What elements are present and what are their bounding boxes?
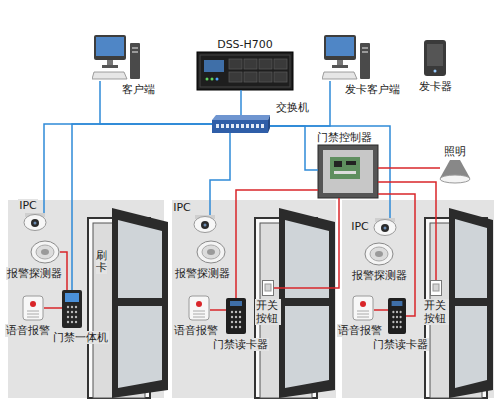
- network-cable: [100, 81, 212, 124]
- device-label: 客户端: [121, 83, 156, 96]
- alarm-detector: 报警探测器: [364, 242, 394, 266]
- door-controller: 门禁控制器: [318, 145, 378, 198]
- device-label: 开关按钮: [423, 299, 449, 325]
- signal-wire: [378, 167, 440, 169]
- card-reader: 门禁读卡器: [226, 298, 246, 334]
- signal-wire: [378, 182, 436, 280]
- device-label: IPC: [172, 201, 192, 214]
- device-label: 语音报警: [337, 324, 383, 337]
- lighting-lamp: 照明: [440, 160, 470, 184]
- device-label: 报警探测器: [6, 267, 63, 280]
- network-cable: [210, 133, 230, 215]
- network-cable: [240, 90, 242, 115]
- device-label: 语音报警: [173, 324, 219, 337]
- device-label: 门禁控制器: [316, 131, 373, 144]
- network-cable: [270, 81, 330, 126]
- signal-wire: [236, 190, 318, 298]
- device-label: IPC: [18, 199, 38, 212]
- network-switch: 交换机: [212, 115, 270, 133]
- device-label: 开关按钮: [255, 299, 281, 325]
- network-cable: [270, 126, 390, 218]
- device-label: 发卡客户端: [344, 83, 401, 96]
- ip-camera: IPC: [372, 218, 398, 236]
- device-label: 门禁读卡器: [372, 338, 429, 351]
- device-label: 照明: [443, 145, 467, 158]
- signal-wire: [374, 309, 388, 311]
- network-cable: [44, 124, 212, 213]
- card-reader: 门禁读卡器: [388, 298, 406, 334]
- exit-button: 开关按钮: [262, 280, 274, 296]
- card-client-pc: 发卡客户端: [322, 35, 370, 81]
- device-label: 报警探测器: [174, 267, 231, 280]
- voice-alarm: 语音报警: [188, 295, 210, 321]
- ip-camera: IPC: [192, 215, 218, 233]
- ip-camera: IPC: [22, 213, 48, 231]
- device-label: 报警探测器: [351, 269, 408, 282]
- dvr-server: DSS-H700: [197, 52, 293, 90]
- signal-wire: [378, 194, 415, 316]
- alarm-detector: 报警探测器: [30, 240, 60, 264]
- device-label: 门禁一体机: [52, 331, 109, 344]
- signal-wire: [274, 198, 339, 288]
- access-terminal: 门禁一体机: [62, 290, 82, 328]
- device-label: 交换机: [275, 101, 310, 114]
- card-issuer: 发卡器: [424, 40, 446, 76]
- device-label: DSS-H700: [216, 38, 274, 51]
- side-label: 刷卡: [96, 250, 107, 274]
- exit-button: 开关按钮: [430, 280, 442, 296]
- client-pc: 客户端: [92, 35, 140, 81]
- device-label: 门禁读卡器: [212, 338, 269, 351]
- network-cable: [72, 124, 212, 290]
- alarm-detector: 报警探测器: [196, 240, 226, 264]
- voice-alarm: 语音报警: [22, 295, 44, 321]
- signal-wire: [44, 307, 62, 309]
- signal-wire: [210, 309, 226, 311]
- network-cable: [270, 126, 318, 170]
- device-label: 语音报警: [5, 324, 51, 337]
- device-label: 发卡器: [418, 80, 453, 93]
- device-label: IPC: [350, 220, 370, 233]
- voice-alarm: 语音报警: [352, 295, 374, 321]
